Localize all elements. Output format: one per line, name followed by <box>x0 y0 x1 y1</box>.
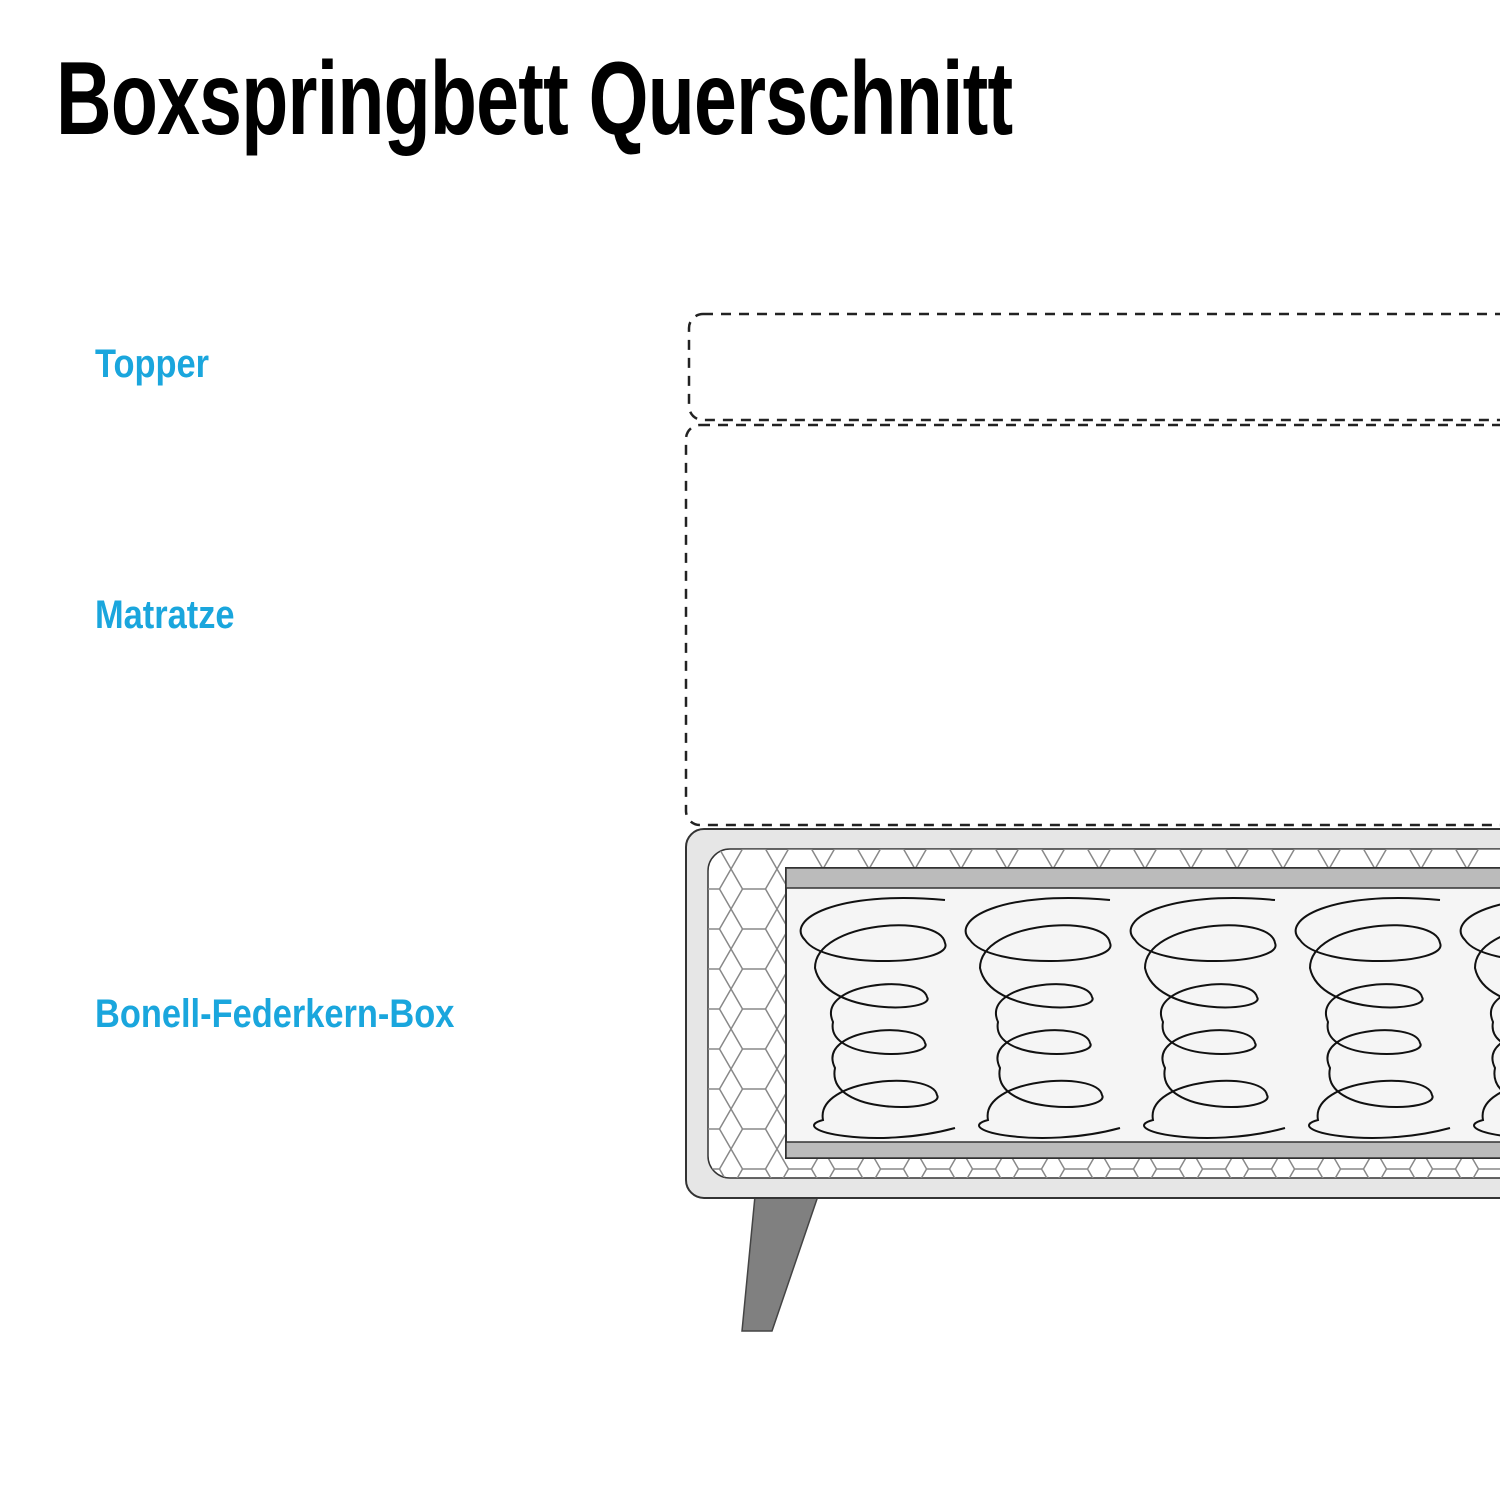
label-matratze: Matratze <box>95 593 235 637</box>
spring-coil <box>964 897 1121 1139</box>
page-title: Boxspringbett Querschnitt <box>56 41 1013 157</box>
top-bar <box>785 867 1500 889</box>
spring-coil <box>1129 897 1286 1139</box>
spring-coil <box>1294 897 1451 1139</box>
bottom-bar <box>785 1141 1500 1159</box>
spring-core <box>785 867 1500 1159</box>
label-topper: Topper <box>95 342 210 386</box>
spring-coil <box>1459 903 1500 1137</box>
spring-coil <box>799 897 956 1139</box>
label-box: Bonell-Federkern-Box <box>95 992 455 1036</box>
mattress-outline <box>684 423 1500 827</box>
topper-outline <box>687 312 1500 422</box>
bed-leg <box>741 1195 820 1332</box>
